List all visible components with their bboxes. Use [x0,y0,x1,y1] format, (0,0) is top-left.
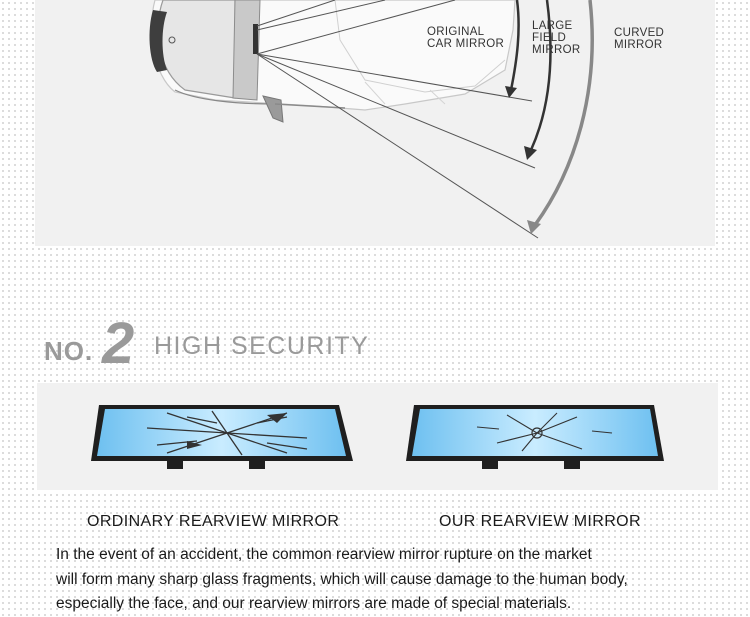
description-paragraph: In the event of an accident, the common … [56,543,726,617]
our-mirror-caption: OUR REARVIEW MIRROR [439,513,641,530]
description-line: In the event of an accident, the common … [56,546,592,563]
label-large-field-mirror: LARGE FIELD MIRROR [532,20,581,56]
description-line: especially the face, and our rearview mi… [56,595,572,612]
description-line: will form many sharp glass fragments, wh… [56,570,628,588]
our-mirror-image [406,405,664,469]
label-curved-mirror: CURVED MIRROR [614,27,665,51]
label-original-car-mirror: ORIGINAL CAR MIRROR [427,26,505,50]
section-number: 2 [102,311,135,376]
ordinary-mirror-caption: ORDINARY REARVIEW MIRROR [87,513,340,530]
mirror-comparison-panel [37,383,718,490]
ordinary-mirror-image [91,405,353,469]
car-diagram-illustration [149,0,594,239]
section-title: HIGH SECURITY [154,332,370,360]
section-number-prefix: NO. [44,336,94,366]
car-view-diagram: ORIGINAL CAR MIRROR LARGE FIELD MIRROR C… [35,0,715,246]
